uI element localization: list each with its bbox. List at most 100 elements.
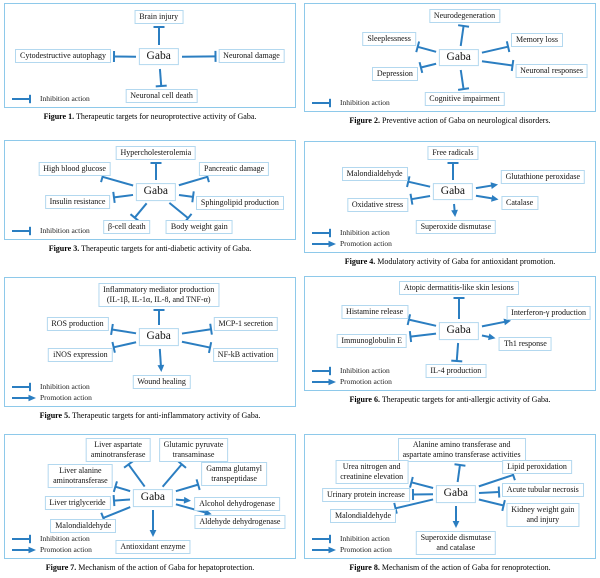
- target-node: Cytodestructive autophagy: [15, 48, 111, 63]
- target-node: Body weight gain: [165, 220, 233, 235]
- target-node: Catalase: [501, 195, 539, 210]
- target-node: Liver triglyceride: [44, 495, 111, 510]
- legend-label: Promotion action: [340, 545, 392, 554]
- legend-row-promotion: Promotion action: [311, 544, 392, 555]
- promotion-symbol-icon: [312, 240, 336, 247]
- legend-row-promotion: Promotion action: [311, 376, 392, 387]
- target-node: Immunoglobulin E: [336, 334, 408, 349]
- target-node: Cognitive impairment: [424, 92, 505, 107]
- target-node: Neuronal damage: [218, 48, 285, 63]
- target-node: Hypercholesterolemia: [115, 145, 197, 160]
- figure-caption-text: Therapeutic targets for anti-diabetic ac…: [81, 244, 252, 253]
- legend-row-inhibition: Inhibition action: [311, 227, 392, 238]
- target-node: Malondialdehyde: [330, 509, 396, 524]
- figure-2-legend: Inhibition action: [311, 97, 390, 108]
- figure-1-caption: Figure 1. Therapeutic targets for neurop…: [4, 112, 296, 123]
- figure-3-connectors: [100, 162, 210, 224]
- figure-6-caption: Figure 6. Therapeutic targets for anti-a…: [304, 395, 596, 406]
- figure-6-connectors: [406, 297, 512, 363]
- legend-label: Promotion action: [340, 239, 392, 248]
- figure-caption-label: Figure 1.: [43, 112, 75, 121]
- inhibition-symbol-icon: [12, 94, 31, 103]
- gaba-center-node: Gaba: [138, 47, 179, 66]
- figure-2-caption: Figure 2. Preventive action of Gaba on n…: [304, 116, 596, 127]
- legend-label: Inhibition action: [40, 94, 90, 103]
- target-node: Sleeplessness: [362, 32, 416, 47]
- legend-row-promotion: Promotion action: [11, 544, 92, 555]
- target-node: Acute tubular necrosis: [501, 483, 584, 498]
- target-node: NF-kB activation: [212, 347, 279, 362]
- promotion-symbol-icon: [12, 394, 36, 401]
- inhibition-symbol-icon: [312, 366, 331, 375]
- target-node: IL-4 production: [425, 363, 487, 378]
- figure-caption-text: Mechanism of the action of Gaba for hepa…: [78, 563, 255, 572]
- legend-row-inhibition: Inhibition action: [311, 533, 392, 544]
- target-node: Pancreatic damage: [199, 162, 270, 177]
- target-node: Memory loss: [511, 33, 563, 48]
- target-node: Interferon-γ production: [506, 306, 592, 321]
- figure-caption-text: Modulatory activity of Gaba for antioxid…: [377, 257, 556, 266]
- legend-label: Inhibition action: [340, 366, 390, 375]
- figure-caption-label: Figure 3.: [48, 244, 80, 253]
- target-node: Malondialdehyde: [50, 519, 117, 534]
- promotion-symbol-icon: [12, 546, 36, 553]
- figure-3-legend: Inhibition action: [11, 225, 90, 236]
- figure-8-caption: Figure 8. Mechanism of the action of Gab…: [304, 563, 596, 574]
- figure-4-caption: Figure 4. Modulatory activity of Gaba fo…: [304, 257, 596, 268]
- target-node: Superoxide dismutase: [415, 219, 497, 234]
- gaba-center-node: Gaba: [432, 182, 474, 201]
- figure-1-connectors: [112, 26, 217, 88]
- legend-row-promotion: Promotion action: [11, 392, 92, 403]
- inhibition-symbol-icon: [12, 226, 31, 235]
- gaba-center-node: Gaba: [135, 183, 176, 201]
- promotion-symbol-icon: [312, 546, 336, 553]
- figure-3-block: Inhibition action Gaba Hypercholesterolem…: [4, 140, 296, 255]
- figure-5-connectors: [110, 309, 213, 373]
- target-node: Free radicals: [427, 146, 479, 160]
- figure-7-caption: Figure 7. Mechanism of the action of Gab…: [4, 563, 296, 574]
- figure-3-panel: Inhibition action Gaba Hypercholesterolem…: [4, 140, 296, 240]
- target-node: Wound healing: [132, 374, 191, 389]
- inhibition-symbol-icon: [312, 98, 331, 107]
- target-node: Urinary protein increase: [322, 488, 410, 503]
- figure-caption-text: Therapeutic targets for neuroprotective …: [75, 112, 257, 121]
- gaba-center-node: Gaba: [435, 485, 476, 503]
- figure-5-caption: Figure 5. Therapeutic targets for anti-i…: [4, 411, 296, 422]
- inhibition-symbol-icon: [12, 382, 31, 391]
- figure-8-connectors: [393, 463, 516, 528]
- figure-7-connectors: [100, 459, 212, 537]
- target-node: β-cell death: [102, 220, 151, 235]
- figure-caption-label: Figure 4.: [344, 257, 376, 266]
- target-node: Neuronal cell death: [125, 88, 198, 103]
- target-node: Lipid peroxidation: [502, 459, 572, 474]
- legend-row-inhibition: Inhibition action: [11, 381, 92, 392]
- legend-row-inhibition: Inhibition action: [11, 93, 90, 104]
- legend-label: Inhibition action: [340, 98, 390, 107]
- legend-row-inhibition: Inhibition action: [311, 365, 392, 376]
- figure-caption-label: Figure 6.: [349, 395, 380, 404]
- target-node: Alcohol dehydrogenase: [194, 496, 280, 511]
- target-node: Insulin resistance: [44, 194, 111, 209]
- target-node: Depression: [371, 66, 418, 81]
- target-node: Atopic dermatitis-like skin lesions: [398, 281, 519, 296]
- target-node: Sphingolipid production: [195, 195, 284, 210]
